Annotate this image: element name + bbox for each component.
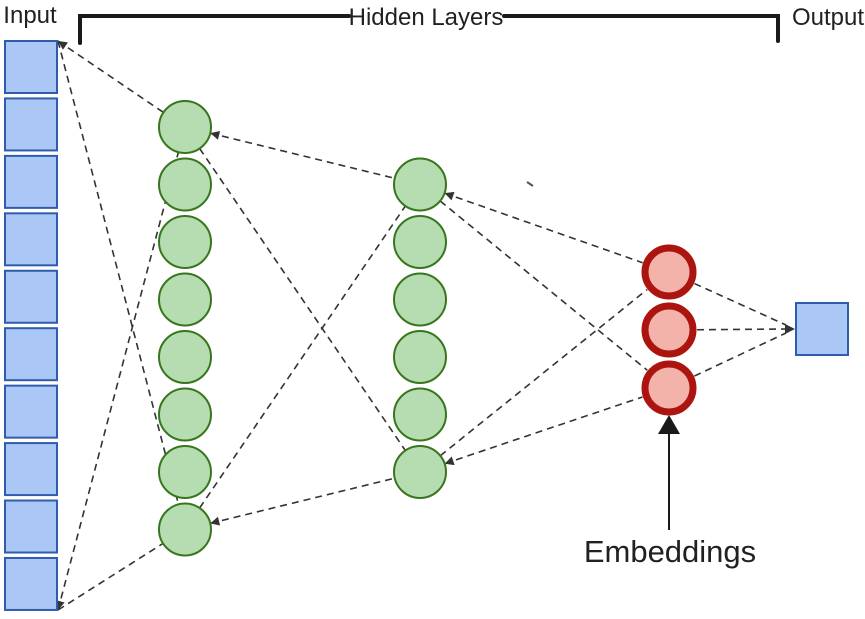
embeddings-arrow-head-icon — [658, 415, 680, 434]
connection-arrowhead-icon — [444, 191, 455, 201]
hidden-layers-label: Hidden Layers — [349, 4, 504, 31]
hidden1-node-3 — [158, 215, 212, 269]
bracket-left-segment — [78, 14, 351, 45]
connection-line — [198, 205, 407, 509]
input-node-2 — [4, 97, 58, 152]
embedding-node-1 — [641, 244, 697, 300]
connection-arrowhead-icon — [210, 130, 221, 140]
connection-arrowhead-icon — [55, 600, 65, 610]
embeddings-pointer-arrow — [658, 415, 680, 530]
input-node-3 — [4, 154, 58, 209]
connection-line — [693, 332, 787, 377]
stray-mark — [526, 181, 534, 187]
connection-line — [444, 396, 643, 465]
hidden2-node-4 — [393, 330, 447, 384]
input-node-5 — [4, 269, 58, 324]
output-arrowhead-icon — [785, 324, 795, 334]
embedding-node-2 — [641, 302, 697, 358]
input-node-8 — [4, 442, 58, 497]
hidden1-node-2 — [158, 157, 212, 212]
hidden-layers-bracket — [78, 14, 780, 45]
connection-line — [444, 192, 643, 264]
connection-line — [694, 282, 787, 326]
connection-arrowhead-icon — [58, 41, 68, 50]
hidden1-node-1 — [158, 100, 212, 154]
input-node-6 — [4, 327, 58, 382]
connection-line — [198, 148, 407, 451]
input-node-7 — [4, 384, 58, 439]
hidden2-node-6 — [393, 445, 447, 499]
input-node-10 — [4, 556, 58, 611]
embeddings-label: Embeddings — [584, 534, 756, 569]
connection-arrowhead-icon — [210, 516, 221, 526]
connection-line — [57, 542, 164, 611]
input-node-1 — [4, 40, 58, 94]
connection-line — [210, 477, 395, 525]
embedding-node-3 — [641, 360, 697, 416]
hidden1-node-7 — [158, 445, 212, 499]
output-label: Output — [792, 4, 864, 31]
input-node-4 — [4, 212, 58, 267]
hidden1-node-5 — [158, 330, 212, 384]
input-label: Input — [3, 2, 57, 29]
hidden2-node-5 — [393, 387, 447, 442]
connection-lines — [55, 40, 795, 611]
connection-line — [696, 328, 787, 331]
connection-line — [57, 151, 180, 611]
network-nodes — [4, 40, 849, 611]
connection-line — [57, 40, 164, 114]
hidden2-node-2 — [393, 215, 447, 269]
connection-line — [439, 288, 648, 457]
connection-line — [439, 200, 648, 371]
hidden1-node-8 — [158, 502, 212, 557]
bracket-right-segment — [502, 14, 780, 43]
output-node — [795, 302, 849, 356]
hidden1-node-6 — [158, 387, 212, 442]
hidden2-node-3 — [393, 272, 447, 327]
input-node-9 — [4, 499, 58, 554]
connection-line — [57, 40, 180, 505]
connection-line — [210, 132, 395, 180]
connection-arrowhead-icon — [444, 456, 455, 466]
hidden2-node-1 — [393, 157, 447, 212]
hidden1-node-4 — [158, 272, 212, 327]
